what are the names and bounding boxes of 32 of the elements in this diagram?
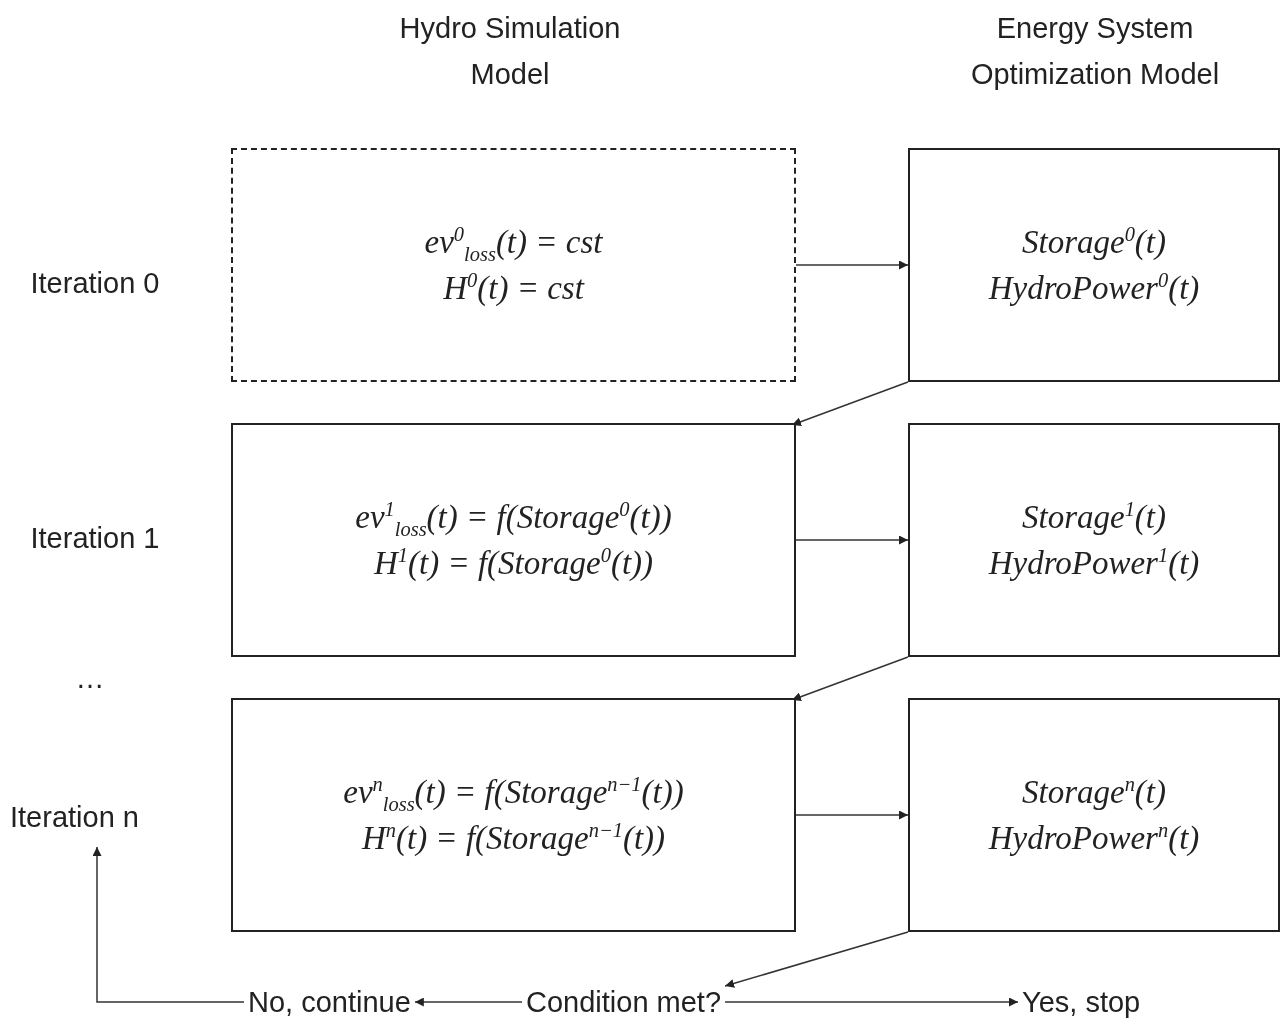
formula: HydroPower$^{n}$(t) bbox=[988, 818, 1200, 858]
row-label: Iteration 1 bbox=[29, 521, 161, 556]
process-box bbox=[231, 698, 796, 932]
process-box bbox=[908, 423, 1280, 657]
formula: ev$^{n}$$_{loss}$(t) = f(Storage$^{n−1}$(t)) bbox=[343, 771, 684, 815]
process-box bbox=[908, 148, 1280, 382]
arrow bbox=[795, 260, 909, 270]
arrow bbox=[791, 381, 909, 427]
arrow bbox=[791, 656, 909, 702]
column-heading: Hydro Simulation Model bbox=[398, 11, 622, 93]
arrow bbox=[724, 997, 1019, 1007]
process-box bbox=[231, 423, 796, 657]
formula: H$^{n}$(t) = f(Storage$^{n−1}$(t)) bbox=[361, 818, 666, 858]
formula: ev$^{0}$$_{loss}$(t) = cst bbox=[424, 221, 603, 265]
arrow bbox=[414, 997, 523, 1007]
formula: Storage$^{1}$(t) bbox=[1021, 496, 1166, 537]
process-box bbox=[908, 698, 1280, 932]
arrow bbox=[795, 535, 909, 545]
arrow bbox=[795, 810, 909, 820]
formula: HydroPower$^{1}$(t) bbox=[988, 543, 1200, 583]
formula: H$^{1}$(t) = f(Storage$^{0}$(t)) bbox=[373, 543, 654, 583]
formula: ev$^{1}$$_{loss}$(t) = f(Storage$^{0}$(t)) bbox=[355, 496, 672, 540]
arrow bbox=[92, 846, 245, 1003]
ellipsis: … bbox=[74, 661, 106, 696]
arrow bbox=[724, 931, 909, 988]
formula: Storage$^{n}$(t) bbox=[1021, 771, 1166, 812]
dashed-box bbox=[231, 148, 796, 382]
row-label: Iteration 0 bbox=[29, 266, 161, 301]
formula: HydroPower$^{0}$(t) bbox=[988, 268, 1200, 308]
column-heading: Energy System Optimization Model bbox=[969, 11, 1221, 93]
formula: H$^{0}$(t) = cst bbox=[443, 268, 584, 308]
formula: Storage$^{0}$(t) bbox=[1021, 221, 1166, 262]
